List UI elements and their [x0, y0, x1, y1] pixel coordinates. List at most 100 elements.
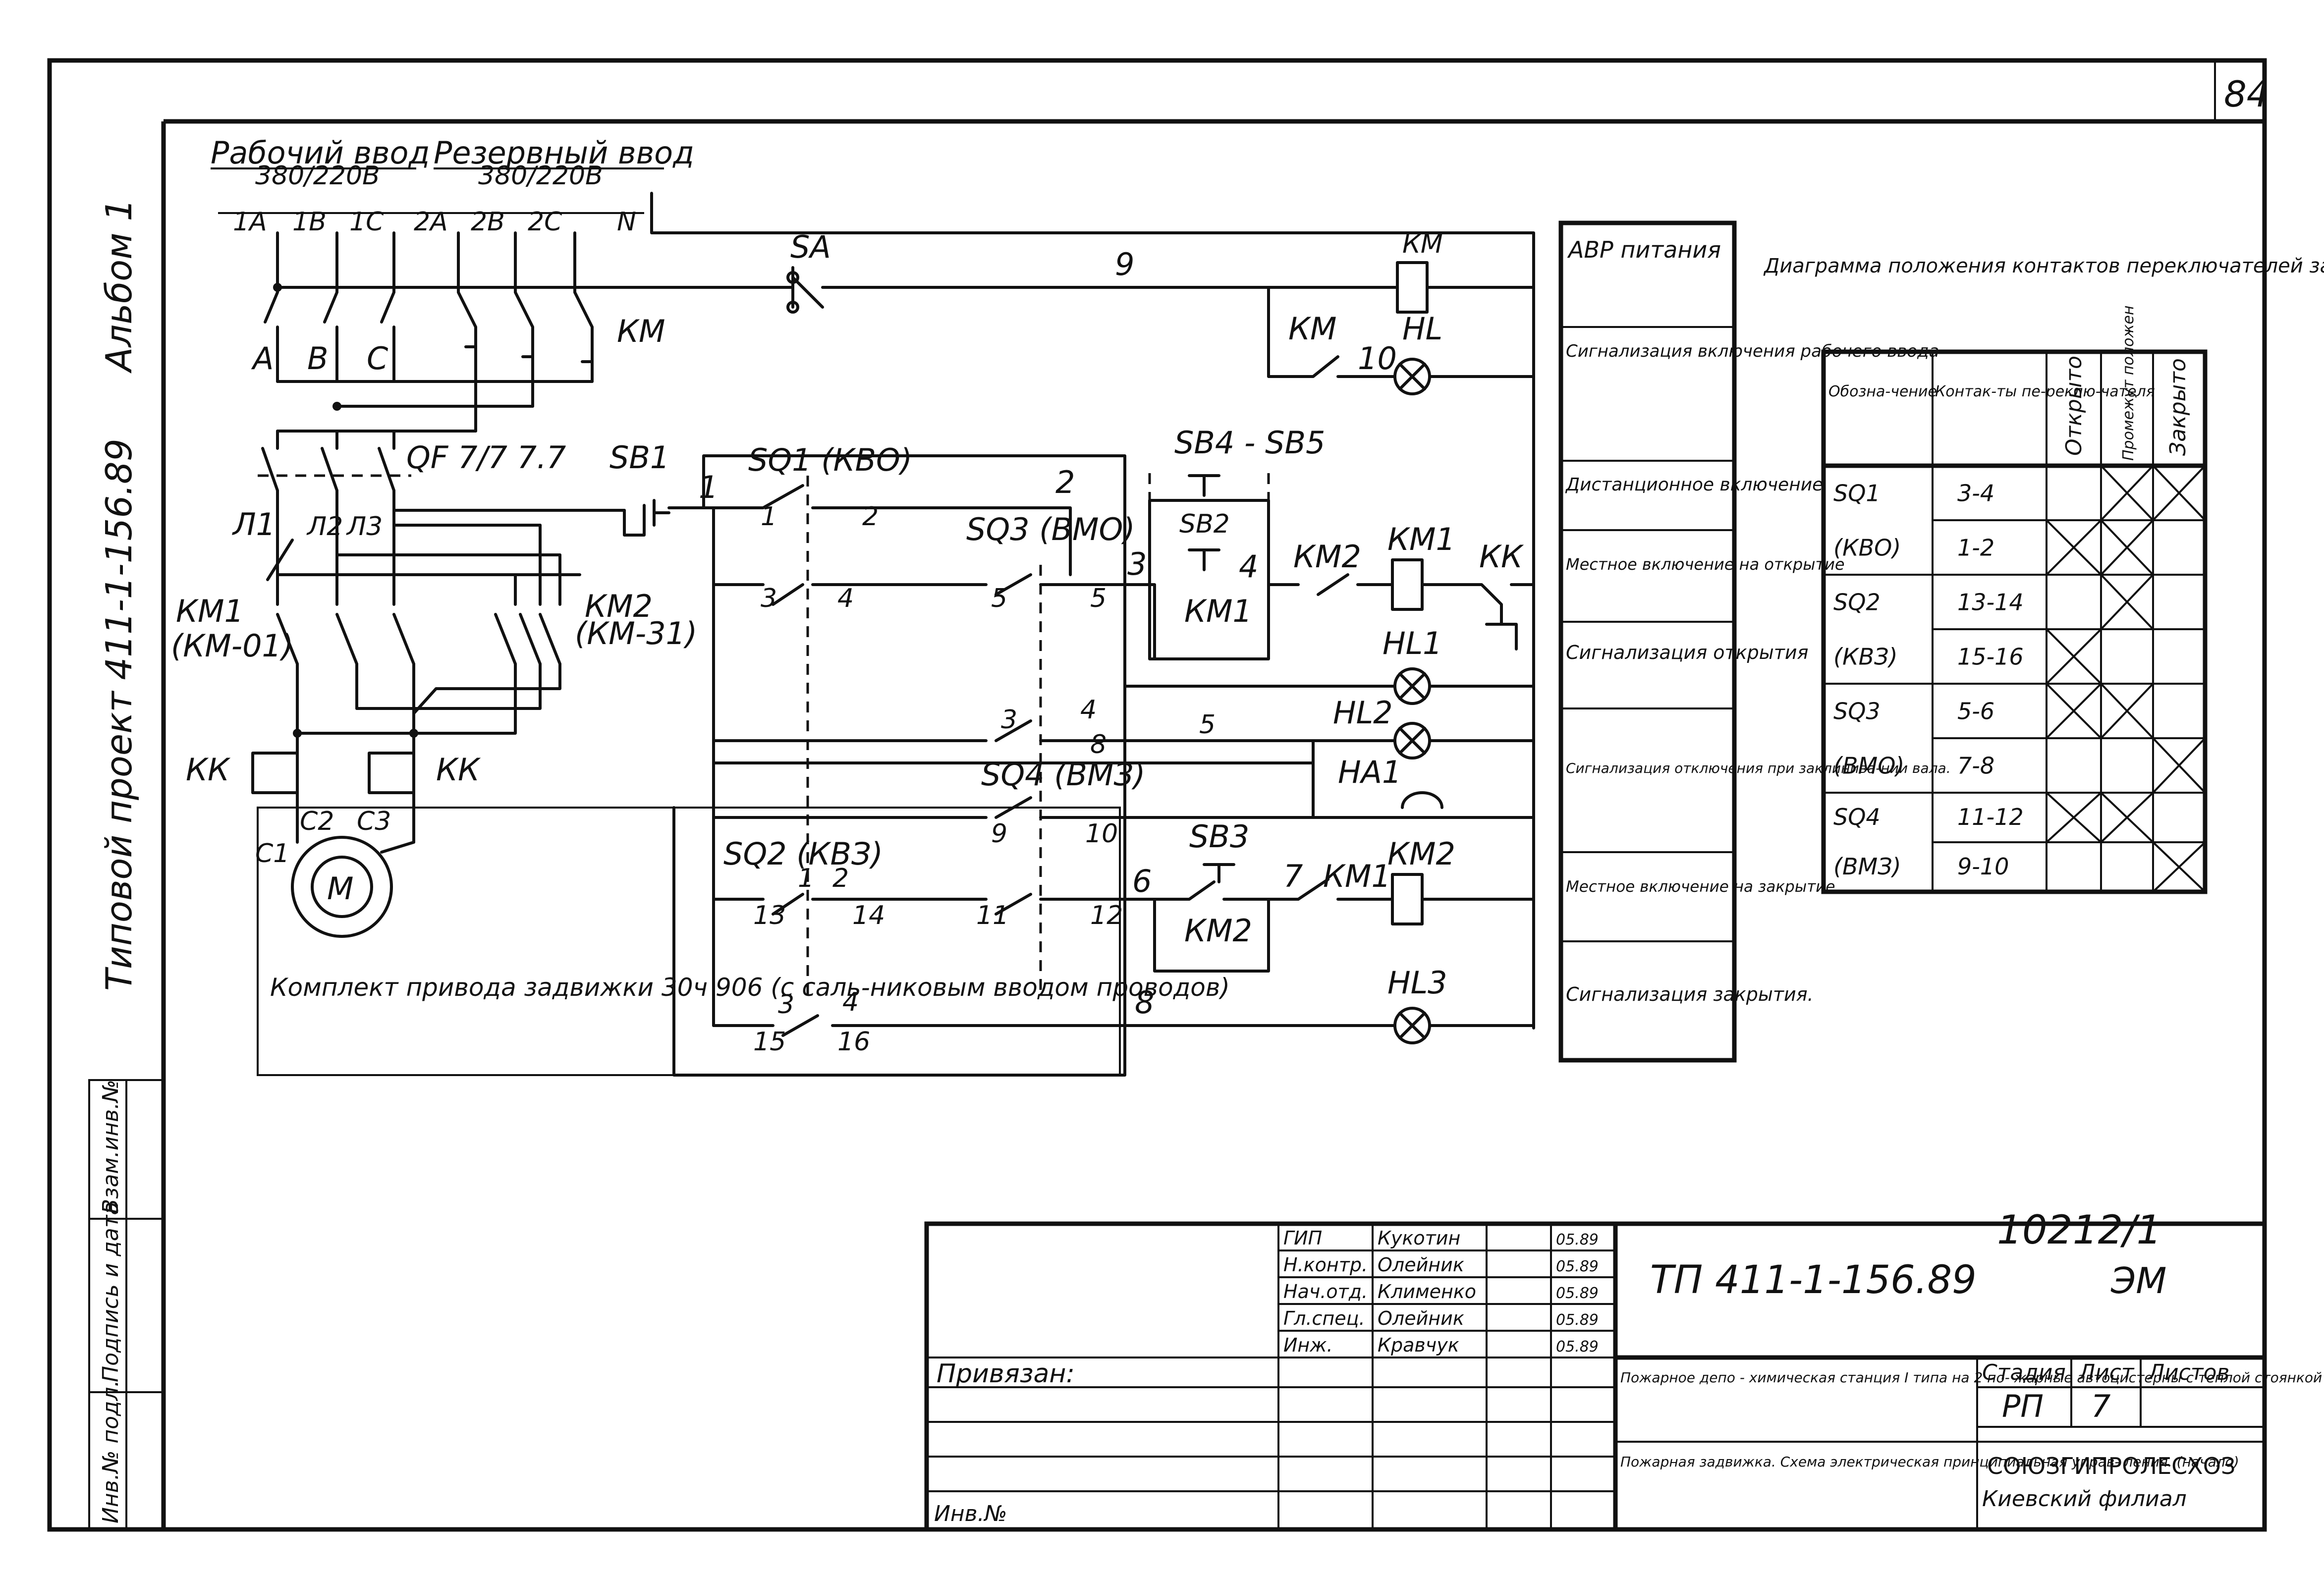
kk-left-label: КК: [186, 752, 231, 788]
km1-interlock-label: КМ1: [1323, 858, 1391, 894]
sq2b-n15: 15: [753, 1027, 786, 1057]
tb-role: ГИП: [1283, 1227, 1322, 1249]
wire-3: 3: [1127, 546, 1147, 582]
sq4-n9: 9: [991, 819, 1007, 849]
pd-designation: (КВЗ): [1833, 644, 1898, 670]
project-label: Типовой проект 411-1-156.89: [98, 438, 140, 991]
sa-label: SA: [790, 229, 831, 265]
pd-closed-contact-mark: [2152, 465, 2206, 521]
tb-sheet-label: Лист: [2078, 1360, 2135, 1385]
tb-date: 05.89: [1556, 1231, 1599, 1248]
tb-stage: РП: [2002, 1388, 2044, 1424]
pd-closed-contact-mark: [2152, 841, 2206, 893]
sq2-label: SQ2 (КВЗ): [723, 836, 883, 872]
fn-local-close: Местное включение на закрытие: [1566, 878, 1835, 896]
km1-power-label: КМ1: [176, 593, 244, 629]
tb-name: Кравчук: [1378, 1334, 1459, 1356]
tb-object: Пожарное депо - химическая станция I тип…: [1620, 1369, 2322, 1386]
km1-power-sub: (КМ-01): [171, 628, 293, 664]
fn-open-signal: Сигнализация открытия: [1566, 642, 1808, 663]
tb-role: Гл.спец.: [1283, 1307, 1365, 1329]
page-number: 84: [2224, 73, 2269, 115]
pd-designation: (КВО): [1833, 535, 1901, 561]
pd-closed-contact-mark: [2100, 574, 2154, 630]
sq3-label: SQ3 (ВМО): [966, 511, 1135, 547]
sb1-label: SB1: [609, 439, 669, 476]
drive-note: Комплект привода задвижки 30ч 906 (с сал…: [270, 973, 1230, 1002]
sq3c-n3: 3: [1001, 705, 1017, 735]
pd-contacts: 15-16: [1957, 644, 2024, 670]
sb3-label: SB3: [1189, 818, 1249, 855]
wire-6: 6: [1132, 863, 1152, 899]
pd-contacts: 7-8: [1957, 753, 1994, 779]
tb-date: 05.89: [1556, 1338, 1599, 1356]
doc-number: 10212/1: [1997, 1207, 2161, 1253]
l3-label: Л3: [346, 512, 383, 542]
kk-right-label: КК: [436, 752, 481, 788]
side-margin: Альбом 1 Типовой проект 411-1-156.89 Вза…: [88, 199, 165, 1530]
phase-2c: 2С: [528, 207, 562, 237]
km2-latch-label: КМ2: [1184, 913, 1252, 949]
pd-h-designation: Обозна-чение: [1828, 383, 1937, 400]
sb4-sb5-label: SB4 - SB5: [1174, 425, 1325, 461]
sq4-n10: 10: [1085, 819, 1118, 849]
bus-b: В: [307, 340, 329, 377]
pd-designation: SQ3: [1833, 698, 1881, 725]
tb-name: Кукотин: [1378, 1227, 1460, 1249]
tb-drawing-title: Пожарная задвижка. Схема электрическая п…: [1620, 1454, 2239, 1470]
wire-10: 10: [1358, 340, 1397, 377]
sq2-n13: 13: [753, 901, 786, 930]
function-table: АВР питания Сигнализация включения рабоч…: [1558, 220, 1951, 1063]
hl-label: HL: [1402, 311, 1442, 347]
tb-inv: Инв.№: [934, 1501, 1007, 1526]
ha1-label: НА1: [1338, 754, 1401, 790]
km-coil-label: КМ: [1402, 229, 1443, 259]
fn-jam-signal: Сигнализация отключения при заклинива-ни…: [1566, 760, 1951, 776]
pd-closed-contact-mark: [2046, 519, 2102, 576]
wire-2: 2: [1055, 464, 1075, 500]
fn-remote-on: Дистанционное включение: [1565, 475, 1823, 495]
tb-branch: Киевский филиал: [1982, 1486, 2187, 1512]
tb-name: Олейник: [1378, 1307, 1464, 1329]
km1-latch-label: КМ1: [1184, 593, 1252, 629]
stamp-sign-label: Подпись и дата: [98, 1202, 123, 1382]
km-aux-label: КМ: [1288, 311, 1337, 347]
pd-closed-contact-mark: [2046, 683, 2102, 739]
tb-name: Клименко: [1378, 1281, 1476, 1303]
tb-date: 05.89: [1556, 1285, 1599, 1302]
pd-designation: SQ1: [1833, 480, 1881, 507]
phase-1c: 1С: [349, 207, 384, 237]
stamp-inv-label: Инв.№ подл.: [98, 1380, 123, 1523]
sq3-n4: 4: [837, 584, 854, 613]
pd-contacts: 3-4: [1957, 480, 1994, 507]
motor-label: М: [327, 870, 354, 907]
phase-1a: 1А: [233, 207, 267, 237]
tb-stage-label: Стадия: [1982, 1360, 2066, 1385]
l1-label: Л1: [232, 506, 276, 543]
pd-designation: SQ2: [1833, 589, 1881, 616]
sq4b-n11: 11: [976, 901, 1009, 930]
phase-2a: 2А: [414, 207, 448, 237]
wire-7: 7: [1283, 858, 1303, 894]
tb-name: Олейник: [1378, 1254, 1464, 1276]
supply-inputs: Рабочий ввод 380/220В Резервный ввод 380…: [211, 135, 1535, 1030]
hl1-label: HL1: [1383, 625, 1442, 661]
bus-c: С: [367, 340, 388, 377]
tb-sheets-label: Листов: [2147, 1360, 2229, 1385]
hl2-label: HL2: [1333, 695, 1393, 731]
tb-sheet-type: ЭМ: [2110, 1260, 2166, 1302]
pd-closed-contact-mark: [2100, 792, 2154, 843]
pd-closed-contact-mark: [2100, 519, 2154, 576]
pd-closed-contact-mark: [2046, 628, 2102, 685]
pd-closed-contact-mark: [2152, 737, 2206, 794]
l2-label: Л2: [306, 512, 343, 542]
pd-contacts: 13-14: [1957, 589, 2024, 616]
working-voltage-label: 380/220В: [255, 161, 380, 191]
fn-local-open: Местное включение на открытие: [1566, 555, 1845, 574]
sq2b-n4: 4: [842, 987, 859, 1017]
wire-4: 4: [1239, 548, 1258, 585]
km2-power-label: КМ2: [585, 588, 653, 624]
position-diagram-title: Диаграмма положения контактов переключат…: [1763, 255, 2324, 277]
